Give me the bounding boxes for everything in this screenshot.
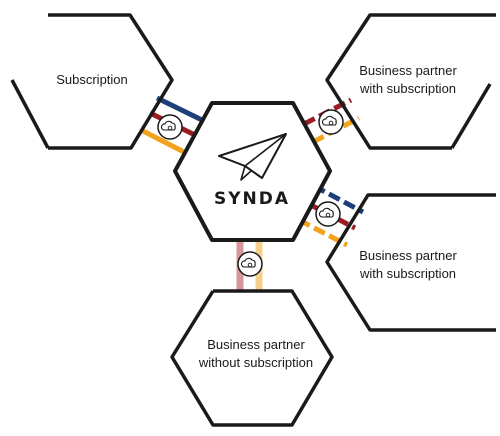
node-synda: SYNDA	[173, 101, 332, 242]
node-partner-mid: Business partner with subscription	[325, 193, 496, 332]
node-label: Subscription	[56, 72, 128, 87]
node-label-line2: without subscription	[198, 355, 313, 370]
node-label-line1: Business partner	[359, 248, 457, 263]
node-subscription: Subscription	[10, 13, 174, 150]
node-label-line2: with subscription	[359, 266, 456, 281]
cloud-sync-icon	[318, 109, 344, 135]
paper-plane-icon	[218, 133, 287, 181]
node-label-line1: Business partner	[207, 337, 305, 352]
connector-partner-top	[302, 97, 361, 145]
node-label-line2: with subscription	[359, 81, 456, 96]
connector-subscription	[139, 95, 204, 156]
node-label-line1: Business partner	[359, 63, 457, 78]
brand-logo-text: SYNDA	[214, 189, 290, 209]
cloud-sync-icon	[315, 201, 341, 227]
cloud-sync-icon	[237, 251, 263, 277]
cloud-sync-icon	[157, 114, 183, 140]
connector-partner-bottom	[236, 240, 263, 290]
node-partner-bottom: Business partner without subscription	[170, 289, 334, 427]
node-partner-top: Business partner with subscription	[325, 13, 496, 150]
